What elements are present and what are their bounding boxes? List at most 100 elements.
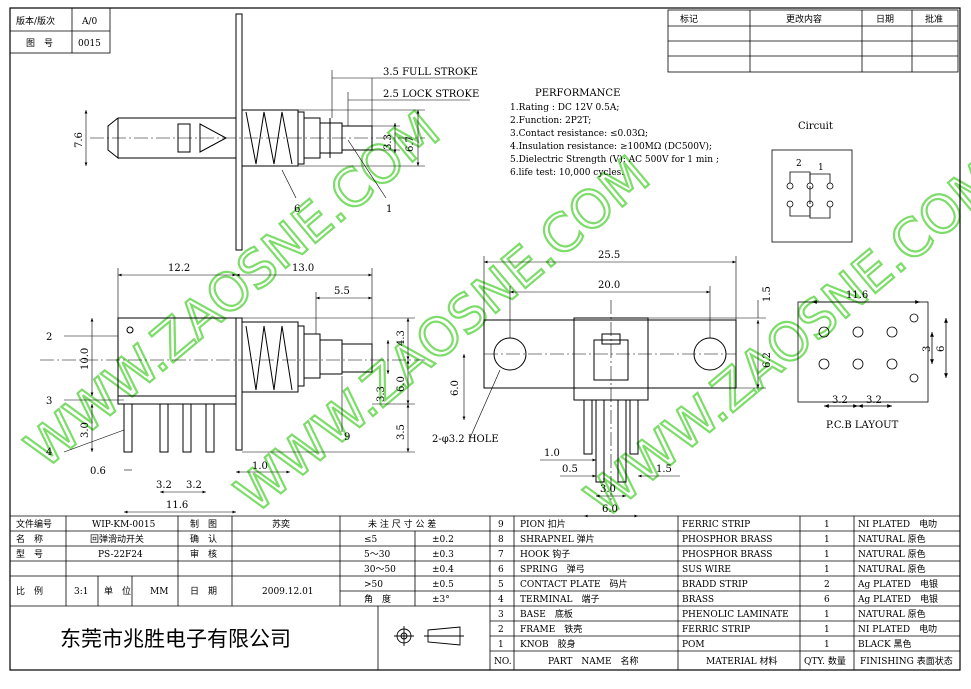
bom-row-material: BRADD STRIP [682,580,748,590]
tolerance-rows: ≤5±0.25～30±0.330～50±0.4>50±0.5角 度±3° [364,535,454,605]
bom-row-qty: 1 [824,640,830,650]
dim-lock-stroke: 2.5 LOCK STROKE [383,89,479,100]
unit-value: MM [150,587,168,597]
bom-header-material: MATERIAL 材料 [706,655,777,667]
bom-row-qty: 1 [824,520,830,530]
model-value: PS-22F24 [98,550,143,560]
drawn-label: 制 图 [190,518,217,530]
dim-7-6: 7.6 [74,132,85,148]
dim-12-2: 12.2 [168,263,190,274]
scale-label: 比 例 [16,585,43,597]
performance-line-4: 4.Insulation resistance: ≥100MΩ (DC500V)… [510,141,712,152]
bom-row-finish: Ag PLATED 电银 [857,578,938,590]
bom-row-no: 5 [498,580,504,590]
confirm-label: 确 认 [190,533,217,545]
dim-full-stroke: 3.5 FULL STROKE [383,67,478,78]
tolerance-range: 30～50 [364,565,396,575]
performance-line-2: 2.Function: 2P2T; [510,116,591,126]
bom-row-no: 6 [498,565,504,575]
side-view-dims [63,268,415,514]
version-label: 版本/版次 [16,15,55,27]
drawn-value: 苏奕 [272,518,290,530]
bom-row-material: FERRIC STRIP [682,520,750,530]
hole-note: 2-φ3.2 HOLE [432,434,499,445]
tolerance-value: ±0.5 [432,580,454,590]
tolerance-value: ±0.4 [432,565,454,575]
dim-11-6-pcb: 11.6 [846,290,868,301]
bom-row-qty: 1 [824,625,830,635]
bom-row-name: FRAME 铁壳 [520,623,582,635]
dim-3-2-pcb-a: 3.2 [832,395,848,406]
bom-row-finish: NATURAL 原色 [858,548,926,560]
bom-row-name: SHRAPNEL 弹片 [520,533,595,545]
dim-6-pcb: 6 [936,346,947,352]
bom-row-qty: 1 [824,565,830,575]
bom-row-lines [490,530,960,652]
bom-header-no: NO. [494,657,512,667]
top-view-dims [84,70,470,199]
dim-3-2-a: 3.2 [156,480,172,491]
bom-row-no: 7 [498,550,504,560]
bom-row-qty: 2 [824,580,830,590]
balloon-3: 3 [46,396,52,407]
balloon-6: 6 [294,204,300,215]
circuit-diagram [771,149,853,243]
top-view [90,13,425,251]
balloon-2: 2 [46,332,52,343]
name-label: 名 称 [16,533,43,545]
file-no-value: WIP-KM-0015 [92,520,156,530]
dim-6-7: 6.7 [405,136,416,152]
model-label: 型 号 [16,549,43,560]
bom-row-material: SUS WIRE [682,565,731,575]
rev-header-content: 更改内容 [786,13,822,25]
balloon-9: 9 [344,432,350,443]
bom-row-material: FERRIC STRIP [682,625,750,635]
bom-row-no: 2 [498,625,504,635]
tolerance-range: ≤5 [364,535,378,545]
date-value: 2009.12.01 [262,587,314,597]
bom-row-qty: 1 [824,610,830,620]
bom-row-finish: NATURAL 原色 [858,608,926,620]
bom-row-material: BRASS [682,595,714,605]
bom-row-finish: BLACK 黑色 [858,638,912,650]
title-block-grid [10,515,960,670]
bom-row-name: KNOB 胶身 [520,638,576,650]
dim-3-2-pcb-b: 3.2 [866,395,882,406]
balloon-4: 4 [46,447,52,458]
bom-row-qty: 1 [824,535,830,545]
dim-1-0-left: 1.0 [252,461,268,472]
bom-header-qty: QTY. 数量 [804,655,846,667]
version-value: A/0 [81,17,98,27]
bom-row-name: PION 扣片 [520,518,566,530]
bom-row-no: 8 [498,535,504,545]
revision-table [667,9,959,73]
tolerance-value: ±0.3 [432,550,454,560]
balloon-1: 1 [386,204,392,215]
tolerance-range: >50 [364,580,383,590]
dim-1-5-top: 1.5 [762,286,773,302]
name-value: 回弹滑动开关 [90,533,144,545]
bom-row-qty: 1 [824,550,830,560]
bom-row-material: POM [682,640,705,650]
dim-1-5-front: 1.5 [656,464,672,475]
dim-6-0-front: 6.0 [450,380,461,396]
dim-3-0-front: 3.0 [600,484,616,495]
performance-line-5: 5.Dielectric Strength (V): AC 500V for 1… [510,154,719,165]
tolerance-value: ±3° [432,595,450,605]
date-label: 日 期 [190,586,217,597]
performance-line-6: 6.life test: 10,000 cycles. [510,168,624,178]
file-no-label: 文件编号 [16,518,52,530]
company-name: 东莞市兆胜电子有限公司 [60,627,291,651]
bom-row-name: BASE 底板 [520,608,573,620]
bom-row-name: TERMINAL 端子 [520,593,599,605]
dim-11-6-bottom: 11.6 [166,500,188,511]
dim-6-2: 6.2 [762,352,773,368]
dim-6-0-side: 6.0 [396,376,407,392]
bom-row-material: PHENOLIC LAMINATE [682,610,789,620]
performance-block: PERFORMANCE 1.Rating : DC 12V 0.5A; 2.Fu… [510,88,719,178]
circuit-label-right: 1 [818,163,824,173]
bom-row-finish: NATURAL 原色 [858,533,926,545]
